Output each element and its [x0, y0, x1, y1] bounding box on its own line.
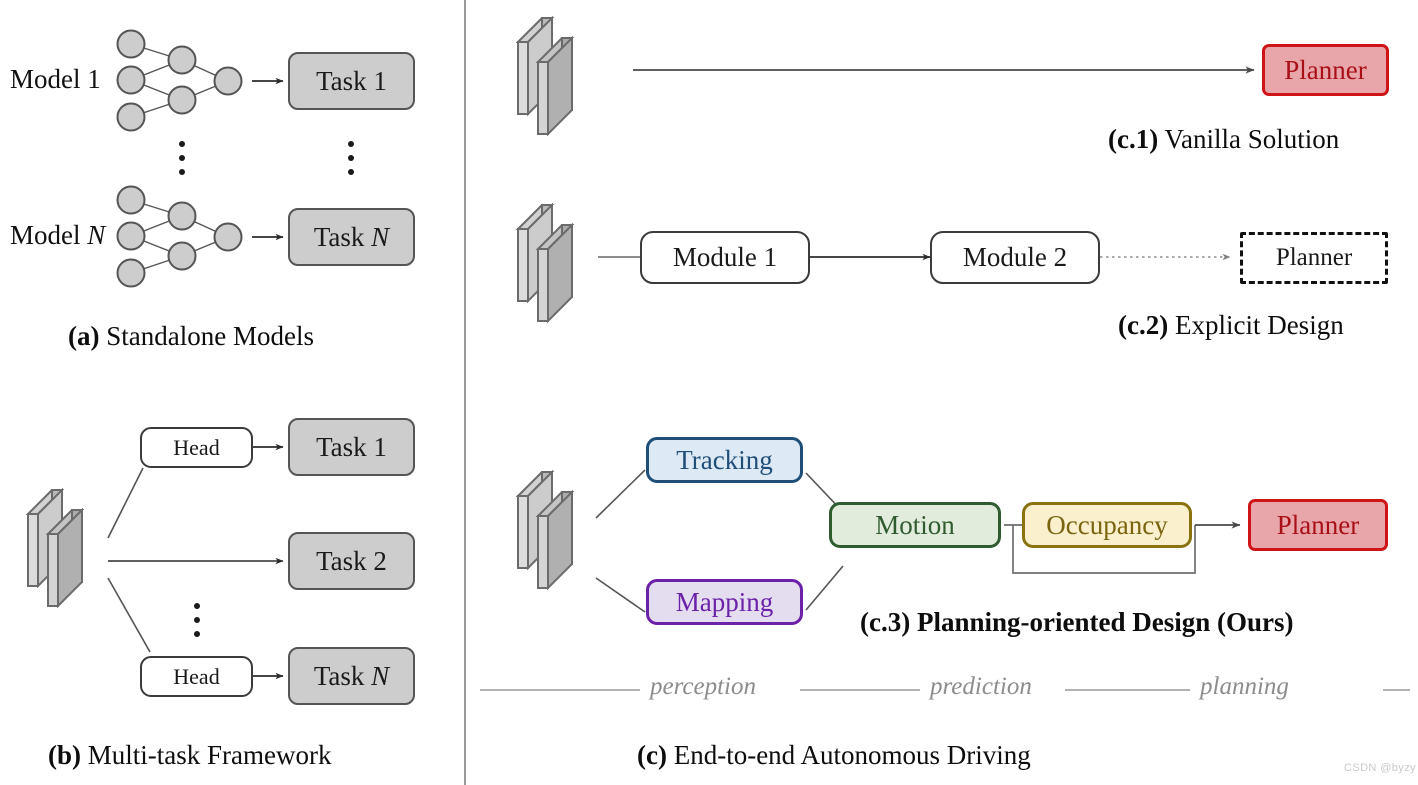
panel-b-task-1-label: Task 1: [316, 431, 387, 462]
c3-motion-label: Motion: [875, 509, 955, 540]
panel-b-head-n-label: Head: [173, 663, 220, 689]
c3-mapping-box[interactable]: Mapping: [646, 579, 803, 625]
panel-a-network-ellipsis: [178, 141, 186, 175]
c3-tracking-label: Tracking: [676, 444, 773, 475]
panel-a-task-1-label: Task 1: [316, 65, 387, 96]
c3-occupancy-box[interactable]: Occupancy: [1022, 502, 1192, 548]
panel-c-caption: (c) End-to-end Autonomous Driving: [637, 740, 1031, 770]
panel-a-network-1-nodes: [116, 29, 243, 132]
backbone-slabs-icon: [517, 204, 573, 322]
c2-module-2-label: Module 2: [962, 242, 1068, 272]
watermark: CSDN @byzy: [1344, 762, 1417, 774]
panel-b-task-2-label: Task 2: [316, 545, 387, 576]
panel-b-task-ellipsis: [193, 603, 201, 637]
panel-b-head-1-box[interactable]: Head: [140, 427, 253, 468]
panel-b-task-n-label: Task N: [313, 660, 390, 691]
panel-b-task-2-box[interactable]: Task 2: [288, 532, 415, 590]
c3-occupancy-label: Occupancy: [1046, 509, 1168, 540]
panel-a-caption: (a) Standalone Models: [68, 321, 314, 351]
panel-a-network-1: [130, 43, 229, 118]
c3-tracking-box[interactable]: Tracking: [646, 437, 803, 483]
c2-planner-box[interactable]: Planner: [1240, 232, 1388, 284]
c3-motion-box[interactable]: Motion: [829, 502, 1001, 548]
c3-caption: (c.3) Planning-oriented Design (Ours): [860, 607, 1294, 637]
c1-planner-box[interactable]: Planner: [1262, 44, 1389, 96]
panel-a-task-n-box[interactable]: Task N: [288, 208, 415, 266]
c2-module-1-box[interactable]: Module 1: [640, 231, 810, 284]
panel-a-task-ellipsis: [347, 141, 355, 175]
panel-a-network-n-nodes: [116, 185, 243, 288]
panel-b-task-n-box[interactable]: Task N: [288, 647, 415, 705]
panel-b-head-n-box[interactable]: Head: [140, 656, 253, 697]
panel-b-connectors: [107, 467, 151, 653]
c3-planner-label: Planner: [1276, 509, 1360, 540]
panel-b-caption: (b) Multi-task Framework: [48, 740, 332, 770]
panel-a-network-n: [130, 199, 229, 274]
c2-caption: (c.2) Explicit Design: [1118, 310, 1344, 340]
stage-label-prediction: prediction: [930, 673, 1032, 700]
panel-divider: [464, 0, 466, 785]
c3-mapping-label: Mapping: [675, 586, 774, 617]
panel-a-task-1-box[interactable]: Task 1: [288, 52, 415, 110]
stage-label-planning: planning: [1200, 673, 1289, 700]
backbone-slabs-icon: [517, 17, 573, 135]
c1-planner-label: Planner: [1284, 54, 1367, 85]
c2-module-1-label: Module 1: [672, 242, 778, 272]
c3-planner-box[interactable]: Planner: [1248, 499, 1388, 551]
c1-caption: (c.1) Vanilla Solution: [1108, 124, 1340, 154]
c2-planner-label: Planner: [1275, 244, 1353, 271]
c2-module-2-box[interactable]: Module 2: [930, 231, 1100, 284]
panel-a-task-n-label: Task N: [313, 221, 390, 252]
backbone-slabs-icon: [517, 471, 573, 589]
panel-b-task-1-box[interactable]: Task 1: [288, 418, 415, 476]
backbone-slabs-icon: [27, 489, 83, 607]
panel-b-head-1-label: Head: [173, 434, 220, 460]
panel-a-model-1-label: Model 1: [10, 64, 101, 94]
panel-a-model-n-label: Model N: [10, 220, 106, 250]
stage-label-perception: perception: [650, 673, 756, 700]
